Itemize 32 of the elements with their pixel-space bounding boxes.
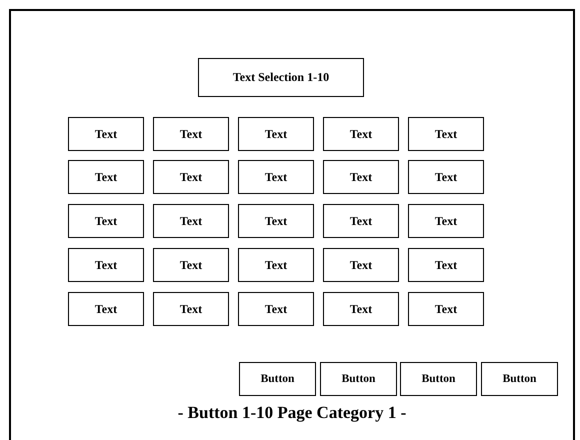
heading-box: Text Selection 1-10: [198, 58, 364, 97]
text-box: Text: [238, 248, 314, 282]
text-box: Text: [408, 204, 484, 238]
text-box: Text: [153, 204, 229, 238]
text-box: Text: [68, 117, 144, 151]
text-box: Text: [323, 248, 399, 282]
screen-frame: [9, 9, 575, 440]
text-box: Text: [153, 117, 229, 151]
text-box: Text: [68, 292, 144, 326]
text-box: Text: [153, 292, 229, 326]
text-box: Text: [68, 160, 144, 194]
text-box: Text: [238, 292, 314, 326]
button: Button: [320, 362, 397, 396]
button: Button: [481, 362, 558, 396]
text-box: Text: [238, 204, 314, 238]
button: Button: [400, 362, 477, 396]
text-box: Text: [323, 204, 399, 238]
text-box: Text: [68, 248, 144, 282]
text-box: Text: [238, 160, 314, 194]
text-box: Text: [408, 292, 484, 326]
text-box: Text: [238, 117, 314, 151]
text-box: Text: [408, 117, 484, 151]
button: Button: [239, 362, 316, 396]
text-box: Text: [153, 248, 229, 282]
text-box: Text: [153, 160, 229, 194]
text-box: Text: [408, 160, 484, 194]
text-box: Text: [323, 292, 399, 326]
text-box: Text: [408, 248, 484, 282]
text-box: Text: [323, 117, 399, 151]
text-box: Text: [323, 160, 399, 194]
text-box: Text: [68, 204, 144, 238]
page-caption: - Button 1-10 Page Category 1 -: [178, 403, 406, 423]
